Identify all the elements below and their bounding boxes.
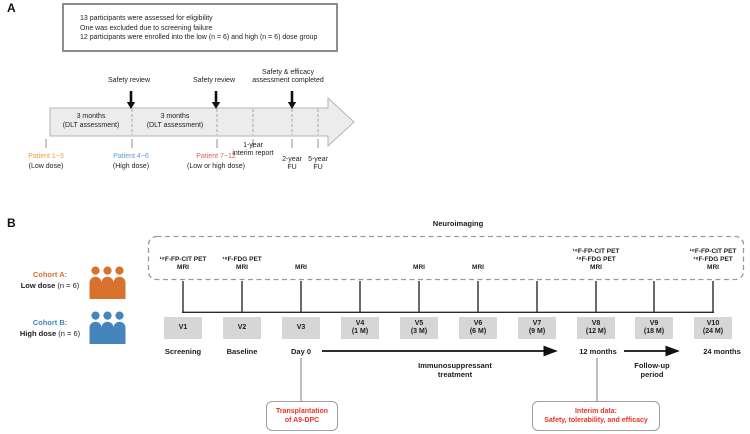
down-arrow-icon	[287, 102, 297, 109]
follow-up-period-label: Follow-up period	[634, 361, 670, 379]
eligibility-line: 13 participants were assessed for eligib…	[80, 15, 213, 22]
imaging-label: MRI	[295, 264, 307, 271]
patient-group-label: Patient 4~6(High dose)	[112, 153, 150, 170]
visit-box: V2	[223, 317, 261, 339]
visit-milestone-label: 12 months	[579, 347, 617, 356]
safety-review-label: Safety review	[107, 77, 151, 84]
down-arrow-icon	[211, 102, 221, 109]
visit-milestone-label: Baseline	[226, 347, 258, 356]
neuroimaging-title: Neuroimaging	[432, 219, 484, 228]
immunosuppressant-treatment-label: Immunosuppressant treatment	[418, 361, 492, 379]
cohort-b-people-icon	[88, 311, 128, 351]
patient-group-label: Patient 1~3(Low dose)	[28, 153, 64, 170]
visit-box: V8(12 M)	[577, 317, 615, 339]
dlt-segment-label: 3 months(DLT assessment)	[62, 113, 120, 129]
visit-milestone-label: Screening	[164, 347, 202, 356]
eligibility-line: One was excluded due to screening failur…	[80, 24, 213, 32]
neuroimaging-dashed-box	[147, 235, 745, 281]
transplantation-callout: Transplantation of A9-DPC	[266, 401, 338, 431]
visit-box: V5(3 M)	[400, 317, 438, 339]
visit-box: V1	[164, 317, 202, 339]
cohort-b-title: Cohort B:	[32, 318, 68, 327]
cohort-a-title: Cohort A:	[32, 270, 68, 279]
panel-a-label: A	[7, 1, 16, 15]
timeline-block-arrow	[49, 96, 355, 148]
imaging-label: MRI	[472, 264, 484, 271]
visit-milestone-label: 24 months	[703, 347, 741, 356]
visit-box: V9(18 M)	[635, 317, 673, 339]
cohort-a-dose: Low dose (n = 6)	[20, 280, 80, 290]
safety-review-label: Safety review	[192, 77, 236, 84]
cohort-b-label: Cohort B: High dose (n = 6)	[8, 318, 92, 339]
visit-box: V7(9 M)	[518, 317, 556, 339]
dlt-segment-label: 3 months(DLT assessment)	[146, 113, 204, 129]
interim-data-callout: Interim data: Safety, tolerability, and …	[532, 401, 660, 431]
panel-b-label: B	[7, 216, 16, 230]
imaging-label: MRI	[413, 264, 425, 271]
visit-box: V10(24 M)	[694, 317, 732, 339]
visit-box: V3	[282, 317, 320, 339]
visit-box: V6(6 M)	[459, 317, 497, 339]
cohort-b-dose: High dose (n = 6)	[19, 328, 81, 338]
eligibility-line: 12 participants were enrolled into the l…	[80, 34, 318, 41]
eligibility-box: 13 participants were assessed for eligib…	[62, 3, 338, 52]
patient-group-label: Patient 7~12(Low or high dose)	[187, 153, 245, 170]
visit-milestone-label: Day 0	[290, 347, 311, 356]
cohort-a-people-icon	[88, 266, 128, 306]
down-arrow-icon	[126, 102, 136, 109]
visit-box: V4(1 M)	[341, 317, 379, 339]
cohort-a-label: Cohort A: Low dose (n = 6)	[8, 270, 92, 291]
